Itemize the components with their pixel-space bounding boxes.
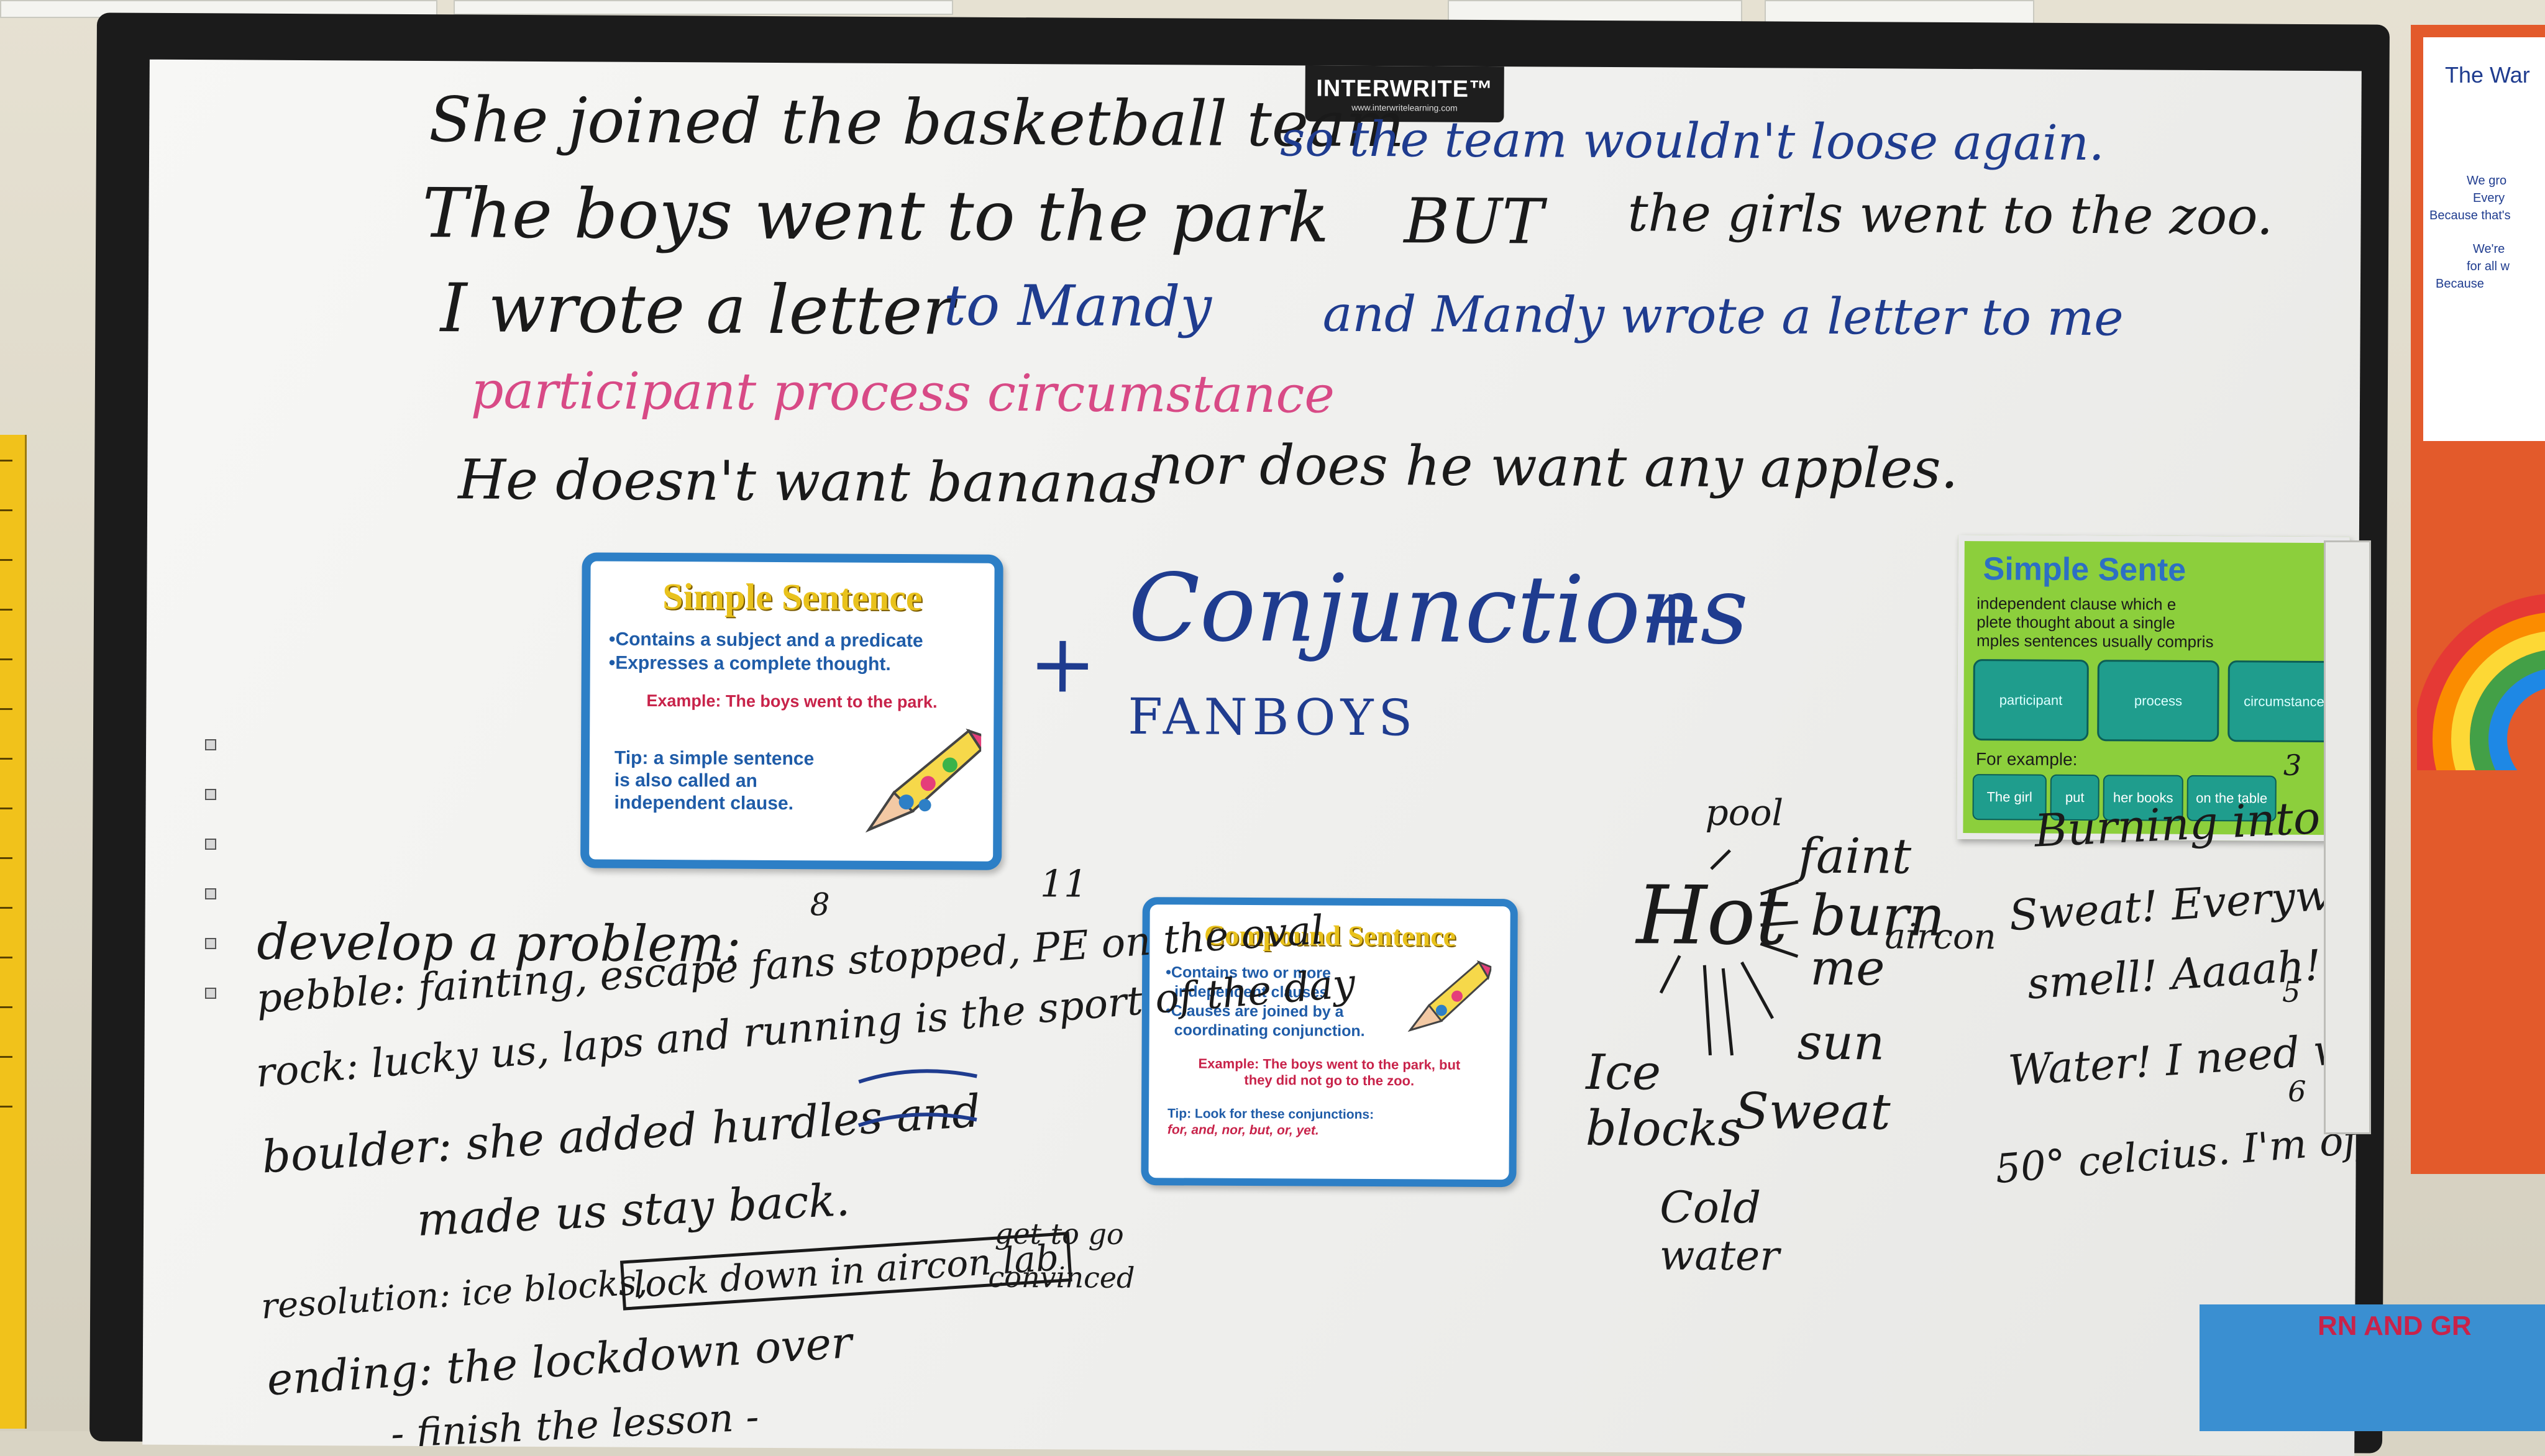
right-note-5: 50° celcius. I'm officially dead	[1993, 1097, 2362, 1193]
line-3-clause: and Mandy wrote a letter to me	[1322, 284, 2124, 347]
note-boulder-cont: made us stay back.	[416, 1173, 851, 1246]
line-1-clause: so the team wouldn't loose again.	[1279, 111, 2104, 172]
green-poster-text: mples sentences usually compris	[1976, 631, 2214, 652]
simple-poster-title: Simple Sentence	[662, 576, 923, 619]
pencil-icon	[865, 728, 982, 833]
line-2-main: The boys went to the park	[422, 173, 1330, 258]
board-dot	[205, 789, 216, 800]
plus-sign-1: +	[1028, 616, 1097, 711]
web-aircon: aircon	[1885, 916, 1996, 958]
line-2-clause: the girls went to the zoo.	[1627, 184, 2273, 247]
blue-strikes	[857, 1069, 977, 1127]
plus-sign-2: +	[1637, 570, 1706, 665]
simple-poster-bullet: •Expresses a complete thought.	[608, 652, 891, 675]
simple-poster-example: Example: The boys went to the park.	[646, 691, 938, 712]
line-5-clause: nor does he want any apples.	[1148, 432, 1958, 501]
simple-sentence-poster: Simple Sentence •Contains a subject and …	[580, 552, 1003, 870]
wall-poster-text: We're	[2473, 242, 2505, 256]
green-poster-process: process	[2097, 660, 2219, 742]
right-note-number: 5	[2282, 975, 2301, 1009]
note-ending: ending: the lockdown over	[265, 1316, 854, 1406]
yellow-ruler	[0, 435, 27, 1429]
bottom-right-label: RN AND GR	[2318, 1311, 2472, 1341]
whiteboard: INTERWRITE™ www.interwritelearning.com S…	[142, 59, 2362, 1456]
note-number: 11	[1039, 862, 1088, 906]
web-connector-lines	[1659, 849, 1799, 1056]
board-dot	[205, 839, 216, 850]
right-note-number: 3	[2283, 748, 2302, 782]
compound-poster-example: they did not go to the zoo.	[1244, 1072, 1415, 1089]
line-3-circumstance: to Mandy	[943, 273, 1212, 340]
note-get-to-go: get to go	[994, 1216, 1124, 1251]
green-poster-title: Simple Sente	[1983, 551, 2186, 588]
web-pool: pool	[1705, 791, 1784, 834]
wall-poster-panel: The War We gro Every Because that's We'r…	[2423, 37, 2545, 441]
line-2-conjunction: BUT	[1404, 184, 1544, 258]
compound-poster-example: Example: The boys went to the park, but	[1198, 1055, 1461, 1073]
green-poster-text: plete thought about a single	[1976, 612, 2175, 632]
board-dot	[205, 739, 216, 750]
wall-poster-text: Because that's	[2429, 209, 2511, 222]
green-poster-example-label: For example:	[1975, 749, 2078, 769]
web-water: water	[1659, 1231, 1780, 1280]
green-poster-text: independent clause which e	[1976, 594, 2177, 614]
line-1-main: She joined the basketball team	[429, 83, 1405, 162]
board-dot	[205, 988, 216, 999]
wall-poster-right: The War We gro Every Because that's We'r…	[2411, 25, 2545, 1174]
right-note-3: smell! Aaaah! 4	[2026, 938, 2362, 1009]
simple-poster-bullet: •Contains a subject and a predicate	[608, 629, 923, 652]
bottom-right-poster: RN AND GR	[2200, 1304, 2545, 1431]
web-blocks: blocks	[1585, 1100, 1743, 1158]
wall-poster-text: We gro	[2467, 174, 2507, 188]
web-cold: Cold	[1660, 1181, 1761, 1234]
whiteboard-pen-tray	[2324, 540, 2371, 1134]
note-resolution: resolution: ice blocks,	[260, 1262, 649, 1327]
note-convinced: convinced	[988, 1260, 1135, 1295]
right-note-number: 6	[2288, 1074, 2306, 1108]
wall-poster-text: Because	[2436, 277, 2484, 291]
green-poster-participant: participant	[1973, 659, 2089, 742]
wall-poster-text: Every	[2473, 191, 2505, 205]
compound-poster-tip: Tip: Look for these conjunctions:	[1167, 1106, 1374, 1122]
note-number: 8	[810, 886, 830, 923]
board-dot	[205, 888, 216, 899]
right-note-2: Sweat! Everywhere! Bad	[2008, 857, 2362, 941]
pencil-icon	[1407, 960, 1492, 1032]
web-sweat: Sweat	[1734, 1082, 1891, 1141]
wall-paper-2	[454, 0, 953, 15]
fanboys-label: FANBOYS	[1128, 687, 1418, 747]
rainbow-illustration	[2417, 594, 2545, 770]
line-4-labels: participant process circumstance	[470, 361, 1335, 425]
wall-poster-text: for all w	[2467, 260, 2510, 273]
board-dot	[205, 938, 216, 949]
compound-sentence-poster: Compound Sentence •Contains two or more …	[1141, 897, 1518, 1188]
wall-poster-title: The War	[2445, 62, 2530, 88]
line-3-main: I wrote a letter	[440, 270, 955, 350]
note-finish: - finish the lesson -	[390, 1393, 760, 1456]
right-note-4: Water! I need water.	[2006, 1019, 2362, 1096]
compound-poster-tip: for, and, nor, but, or, yet.	[1167, 1122, 1319, 1138]
line-5-main: He doesn't want bananas	[458, 447, 1159, 516]
